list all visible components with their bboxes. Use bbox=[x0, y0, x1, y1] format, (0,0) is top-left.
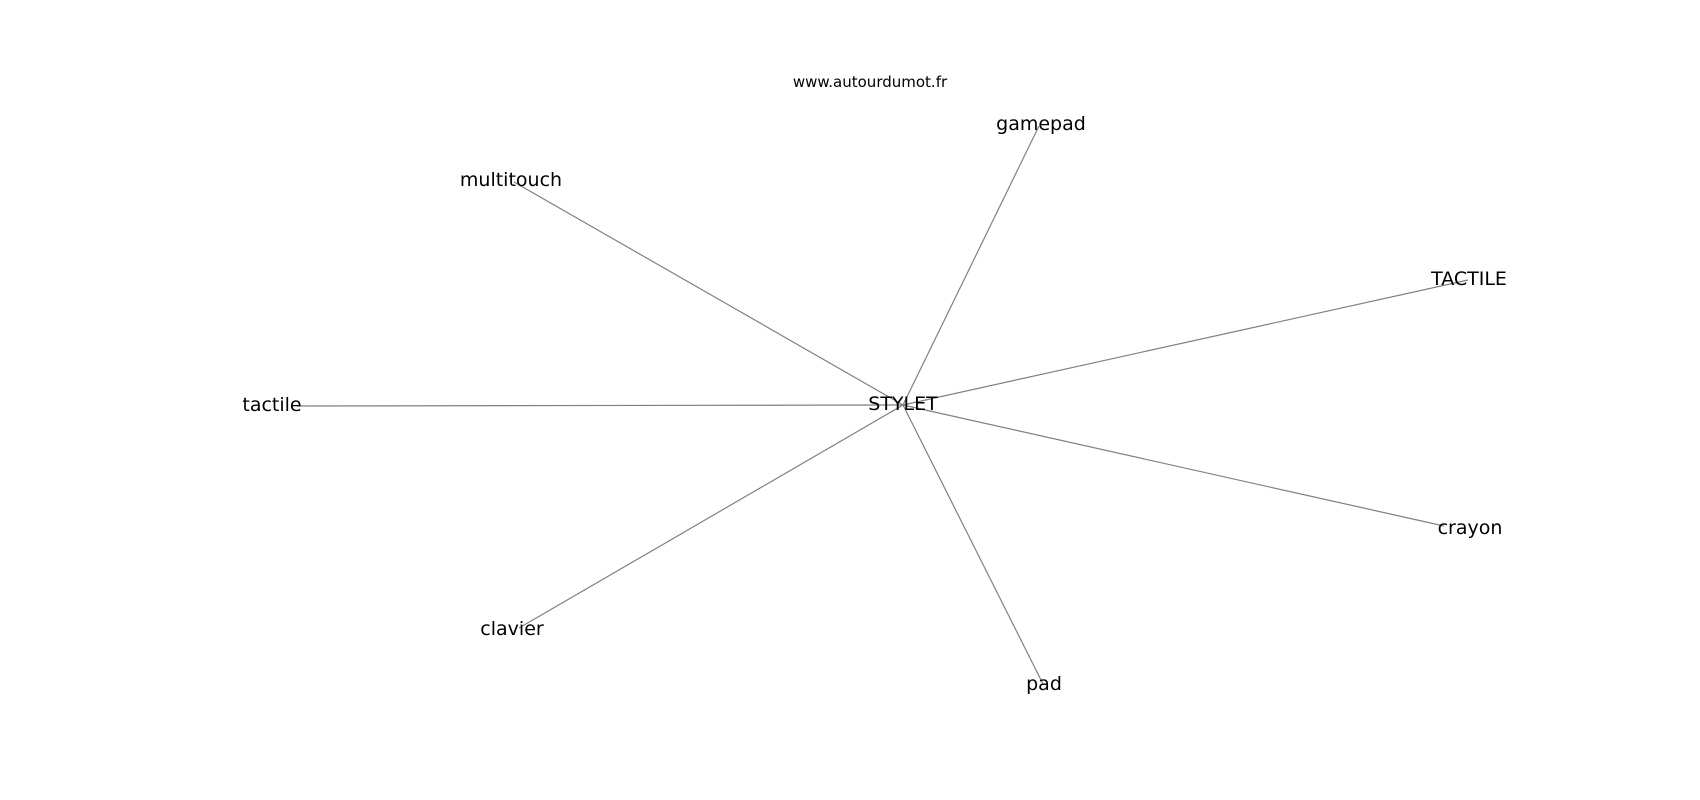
edges-layer bbox=[296, 125, 1469, 685]
node-clavier[interactable]: clavier bbox=[480, 618, 544, 640]
edge-stylet-clavier bbox=[518, 404, 904, 629]
edge-stylet-tactile-upper bbox=[902, 279, 1469, 406]
edge-stylet-gamepad bbox=[902, 125, 1040, 406]
node-stylet[interactable]: STYLET bbox=[868, 393, 938, 415]
node-pad[interactable]: pad bbox=[1026, 673, 1062, 695]
edge-stylet-crayon bbox=[902, 404, 1445, 527]
edge-stylet-tactile bbox=[296, 404, 904, 407]
edge-stylet-pad bbox=[902, 404, 1044, 685]
edge-stylet-multitouch bbox=[513, 181, 904, 406]
nodes-layer: STYLET gamepad multitouch TACTILE tactil… bbox=[242, 113, 1507, 695]
node-crayon[interactable]: crayon bbox=[1438, 517, 1503, 539]
watermark-text: www.autourdumot.fr bbox=[793, 73, 948, 91]
node-multitouch[interactable]: multitouch bbox=[460, 169, 562, 191]
node-gamepad[interactable]: gamepad bbox=[996, 113, 1086, 135]
node-tactile-upper[interactable]: TACTILE bbox=[1430, 268, 1507, 290]
node-tactile[interactable]: tactile bbox=[242, 394, 301, 416]
